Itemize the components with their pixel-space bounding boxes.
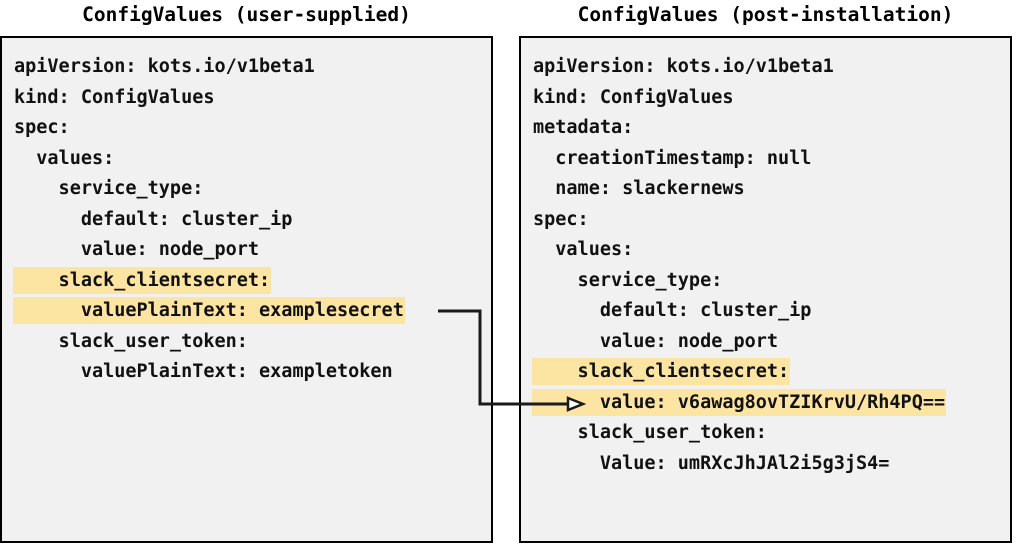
code-box-user-supplied: apiVersion: kots.io/v1beta1 kind: Config… xyxy=(0,36,493,543)
code-line: kind: ConfigValues xyxy=(2,83,491,114)
code-line-text: slack_clientsecret: xyxy=(533,359,790,384)
code-line-text: service_type: xyxy=(533,269,723,291)
code-line: value: node_port xyxy=(521,327,1010,358)
code-line-text: service_type: xyxy=(14,178,204,199)
code-line-text: kind: ConfigValues xyxy=(14,86,215,108)
code-line-text: valuePlainText: exampletoken xyxy=(14,361,393,382)
code-line-highlighted: slack_clientsecret: xyxy=(521,357,1010,388)
code-line-text: default: cluster_ip xyxy=(533,300,812,321)
code-line-highlighted: slack_clientsecret: xyxy=(2,266,491,297)
code-line-text: slack_clientsecret: xyxy=(14,267,271,293)
code-line: Value: umRXcJhJAl2i5g3jS4= xyxy=(521,449,1010,480)
panel-title-post-installation: ConfigValues (post-installation) xyxy=(577,3,954,26)
code-line-text: apiVersion: kots.io/v1beta1 xyxy=(14,56,315,77)
code-line: apiVersion: kots.io/v1beta1 xyxy=(2,52,491,83)
code-line-text: slack_user_token: xyxy=(14,330,248,352)
panel-title-user-supplied: ConfigValues (user-supplied) xyxy=(82,3,411,26)
code-line-text: slack_user_token: xyxy=(533,422,767,443)
code-line: default: cluster_ip xyxy=(521,296,1010,327)
code-line: metadata: xyxy=(521,113,1010,144)
code-line-text: spec: xyxy=(14,117,70,138)
code-line-text: apiVersion: kots.io/v1beta1 xyxy=(533,56,834,77)
code-line-text: valuePlainText: examplesecret xyxy=(14,298,404,323)
code-line: kind: ConfigValues xyxy=(521,83,1010,114)
code-line: spec: xyxy=(521,205,1010,236)
code-box-post-installation: apiVersion: kots.io/v1beta1 kind: Config… xyxy=(519,36,1012,543)
code-line: valuePlainText: exampletoken xyxy=(2,357,491,388)
code-line-text: spec: xyxy=(533,208,589,230)
code-line: slack_user_token: xyxy=(521,418,1010,449)
code-line-text: value: node_port xyxy=(533,330,779,352)
code-line-text: kind: ConfigValues xyxy=(533,86,734,108)
code-line: spec: xyxy=(2,113,491,144)
code-line-text: value: node_port xyxy=(14,239,260,260)
code-line-highlighted: valuePlainText: examplesecret xyxy=(2,296,491,327)
panel-user-supplied: ConfigValues (user-supplied) apiVersion:… xyxy=(0,0,493,543)
code-line-text: Value: umRXcJhJAl2i5g3jS4= xyxy=(533,452,890,474)
code-line-highlighted: value: v6awag8ovTZIKrvU/Rh4PQ== xyxy=(521,388,1010,419)
code-line: creationTimestamp: null xyxy=(521,144,1010,175)
code-line: apiVersion: kots.io/v1beta1 xyxy=(521,52,1010,83)
code-line: service_type: xyxy=(2,174,491,205)
code-line: name: slackernews xyxy=(521,174,1010,205)
code-line: value: node_port xyxy=(2,235,491,266)
code-line-text: values: xyxy=(533,239,634,260)
code-line-text: metadata: xyxy=(533,117,634,138)
panel-post-installation: ConfigValues (post-installation) apiVers… xyxy=(519,0,1012,543)
code-line-text: values: xyxy=(14,147,115,169)
code-line-text: creationTimestamp: null xyxy=(533,147,812,169)
code-line: default: cluster_ip xyxy=(2,205,491,236)
code-line-text: default: cluster_ip xyxy=(14,208,293,230)
code-line-text: name: slackernews xyxy=(533,178,745,199)
code-line: service_type: xyxy=(521,266,1010,297)
code-line-text: value: v6awag8ovTZIKrvU/Rh4PQ== xyxy=(533,389,946,415)
code-line: slack_user_token: xyxy=(2,327,491,358)
code-line: values: xyxy=(521,235,1010,266)
code-line: values: xyxy=(2,144,491,175)
